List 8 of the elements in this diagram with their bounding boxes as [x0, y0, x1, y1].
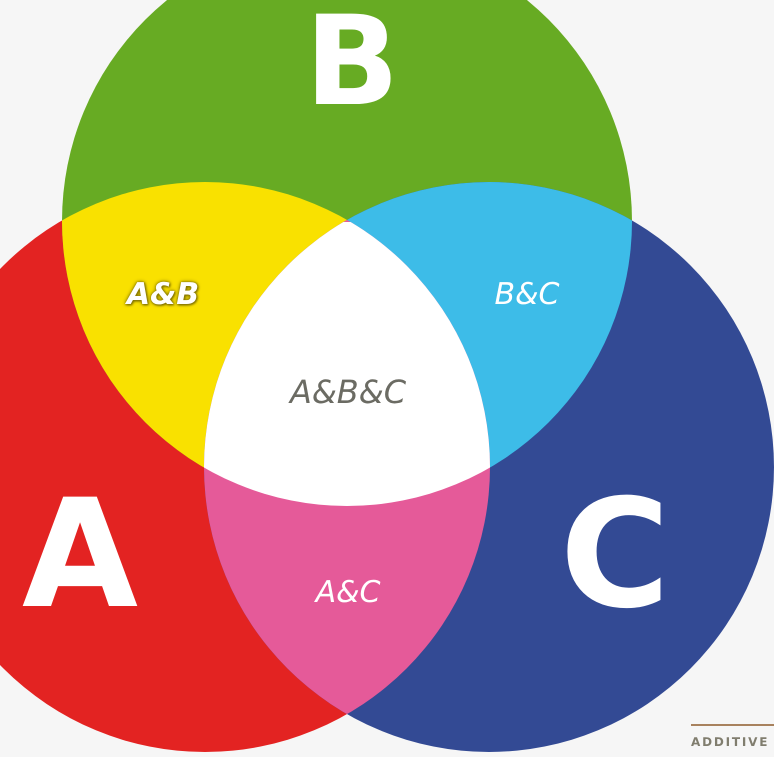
region-label: B&C	[494, 280, 560, 310]
set-letter: C	[560, 480, 670, 630]
region-label: A&B	[126, 280, 200, 310]
region-label: A&B&C	[290, 376, 406, 408]
region-label: A&C	[316, 578, 380, 608]
set-letter: B	[304, 0, 400, 124]
set-letter: A	[22, 480, 138, 630]
caption-label: ADDITIVE	[691, 736, 770, 748]
